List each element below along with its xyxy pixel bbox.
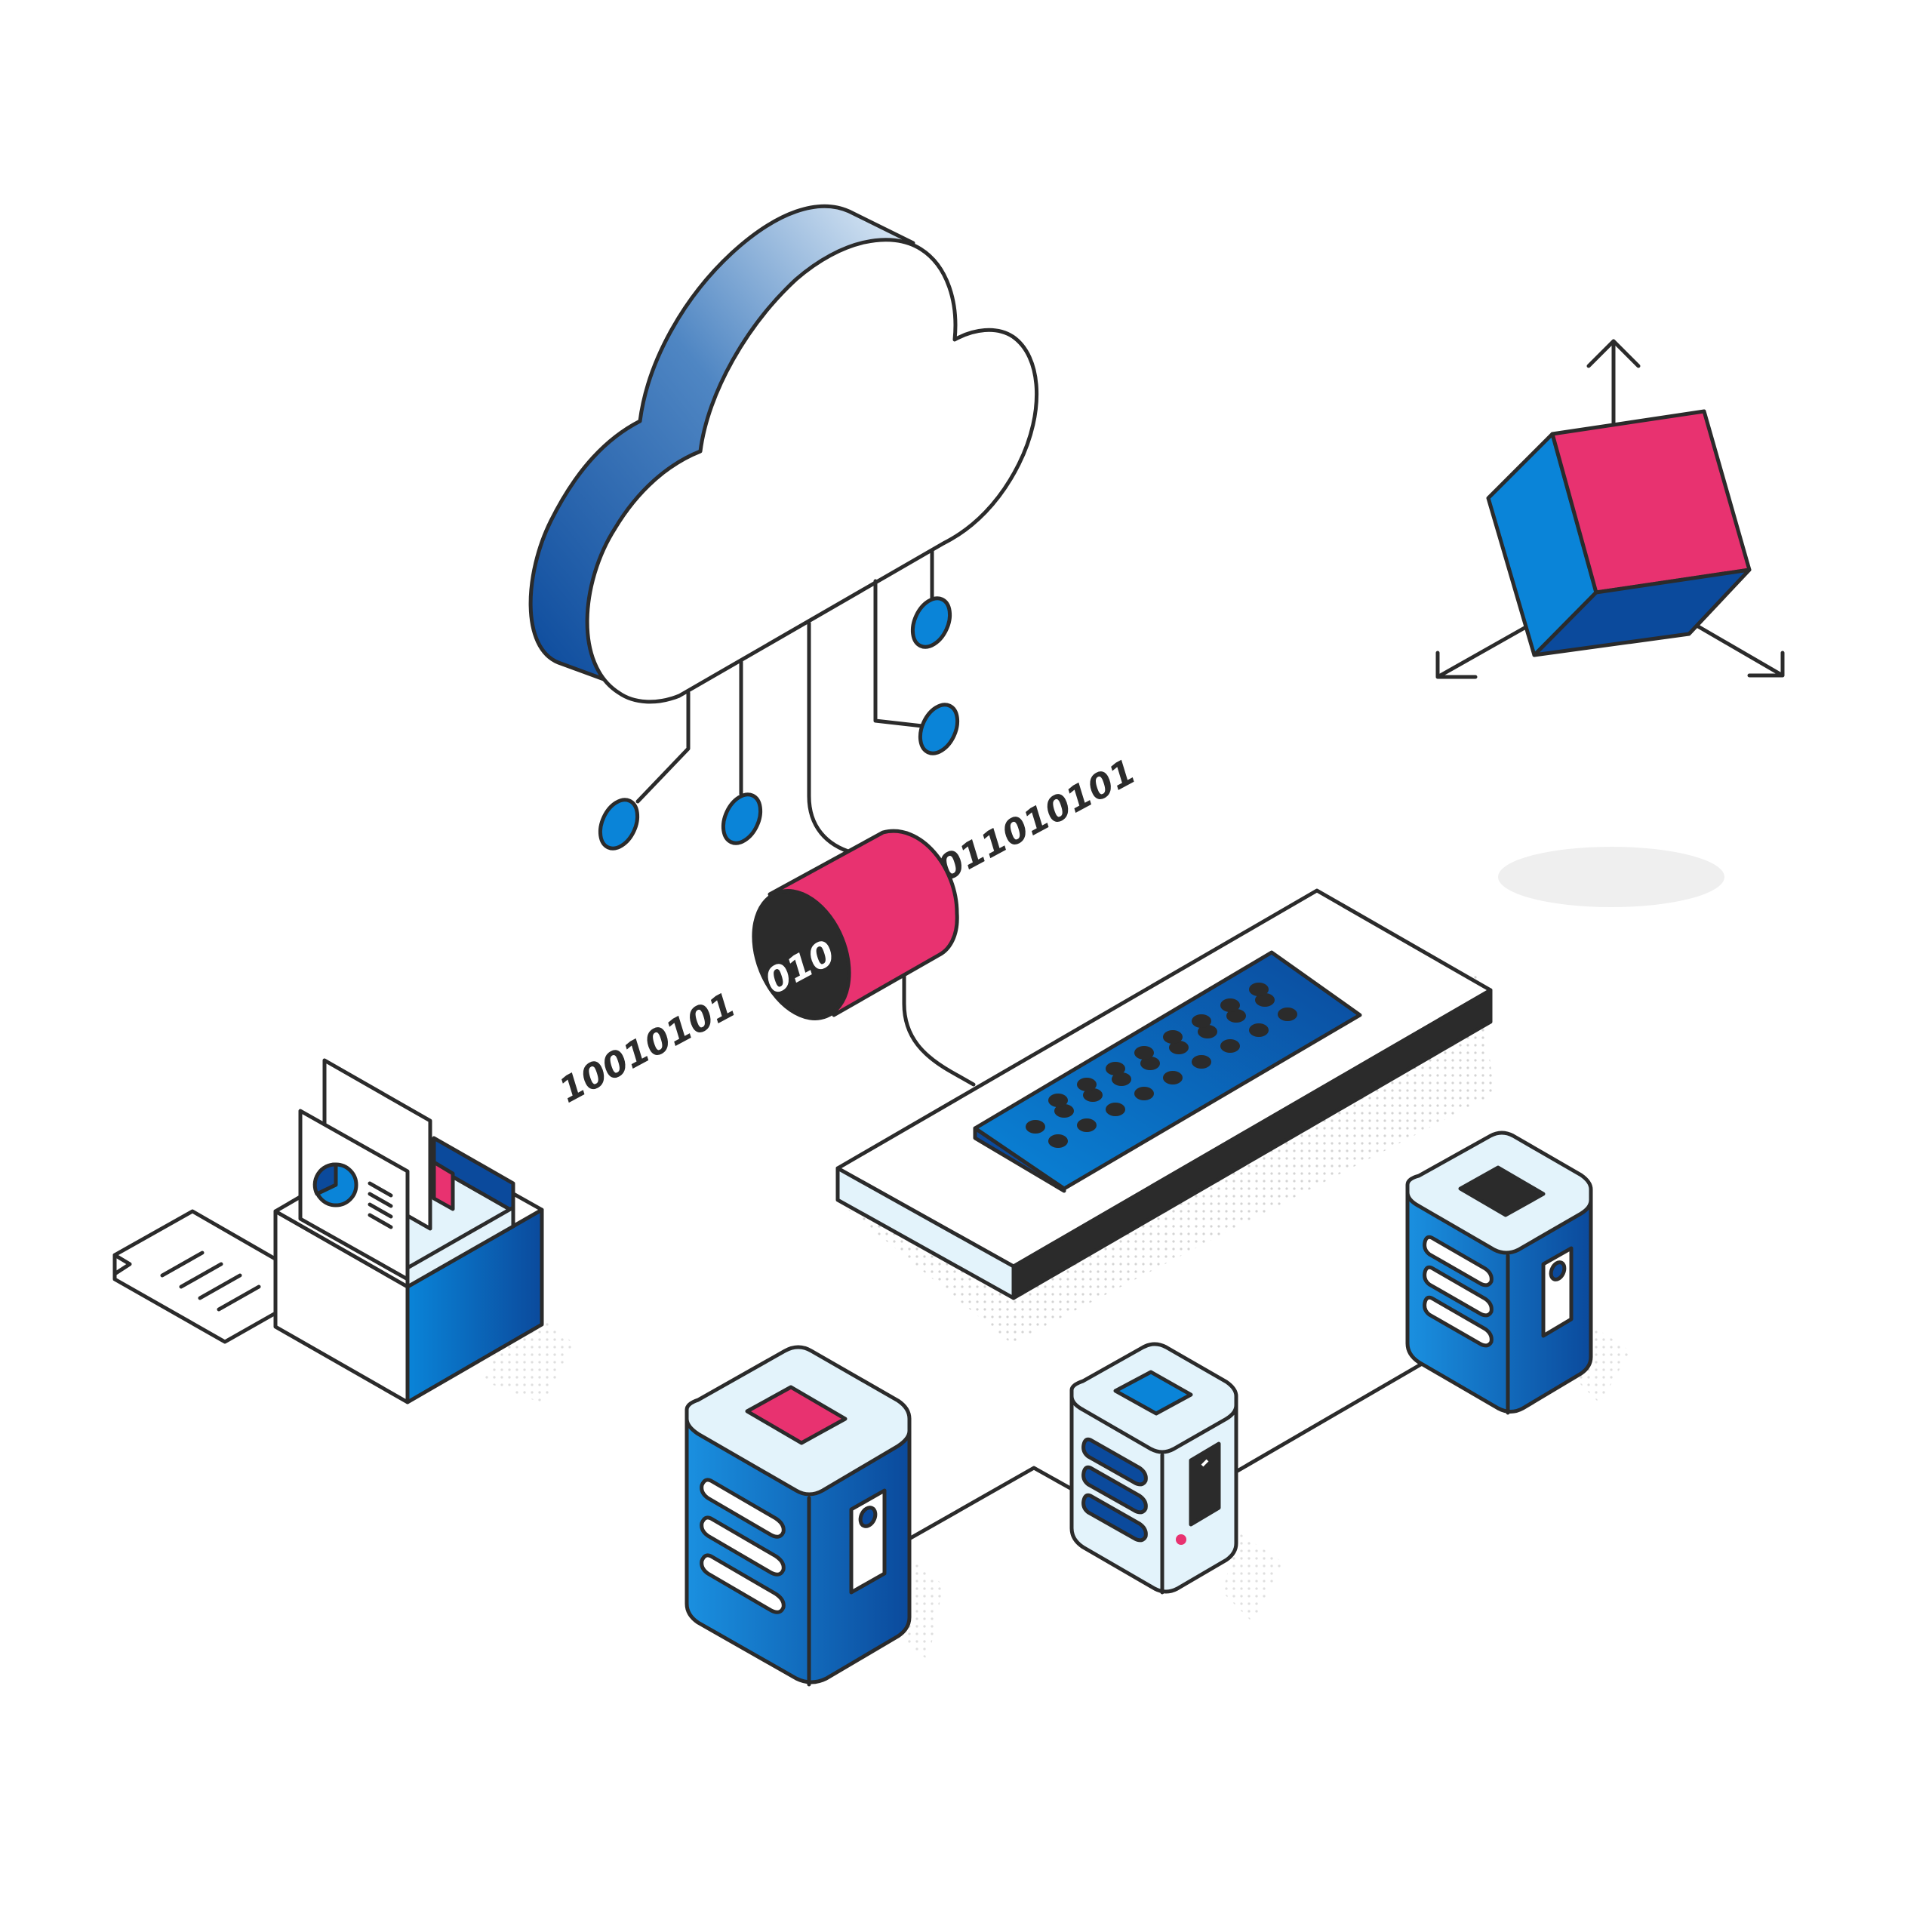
circuit-node-icon	[910, 596, 952, 649]
circuit-node-icon	[918, 703, 960, 755]
binary-stream-left: 10010101	[552, 984, 742, 1111]
data-cylinder-icon: 010	[752, 829, 959, 1020]
circuit-node-icon	[721, 792, 763, 845]
cloud-circuit-traces	[598, 549, 960, 855]
circuit-node-icon	[598, 798, 640, 851]
file-box-icon	[112, 1058, 544, 1404]
cube-icon	[1435, 339, 1785, 679]
keyboard-keys	[1026, 983, 1297, 1148]
server-icon	[685, 1345, 912, 1687]
binary-stream-right: 011010101	[931, 751, 1143, 889]
keyboard-icon	[835, 888, 1493, 1300]
cloud-icon	[528, 204, 1039, 855]
document-icon	[112, 1209, 280, 1344]
cable	[902, 971, 976, 1087]
status-led	[1176, 1534, 1186, 1545]
server-icon	[1405, 1131, 1593, 1415]
network-links	[906, 1352, 1440, 1542]
server-icon	[1069, 1342, 1238, 1595]
